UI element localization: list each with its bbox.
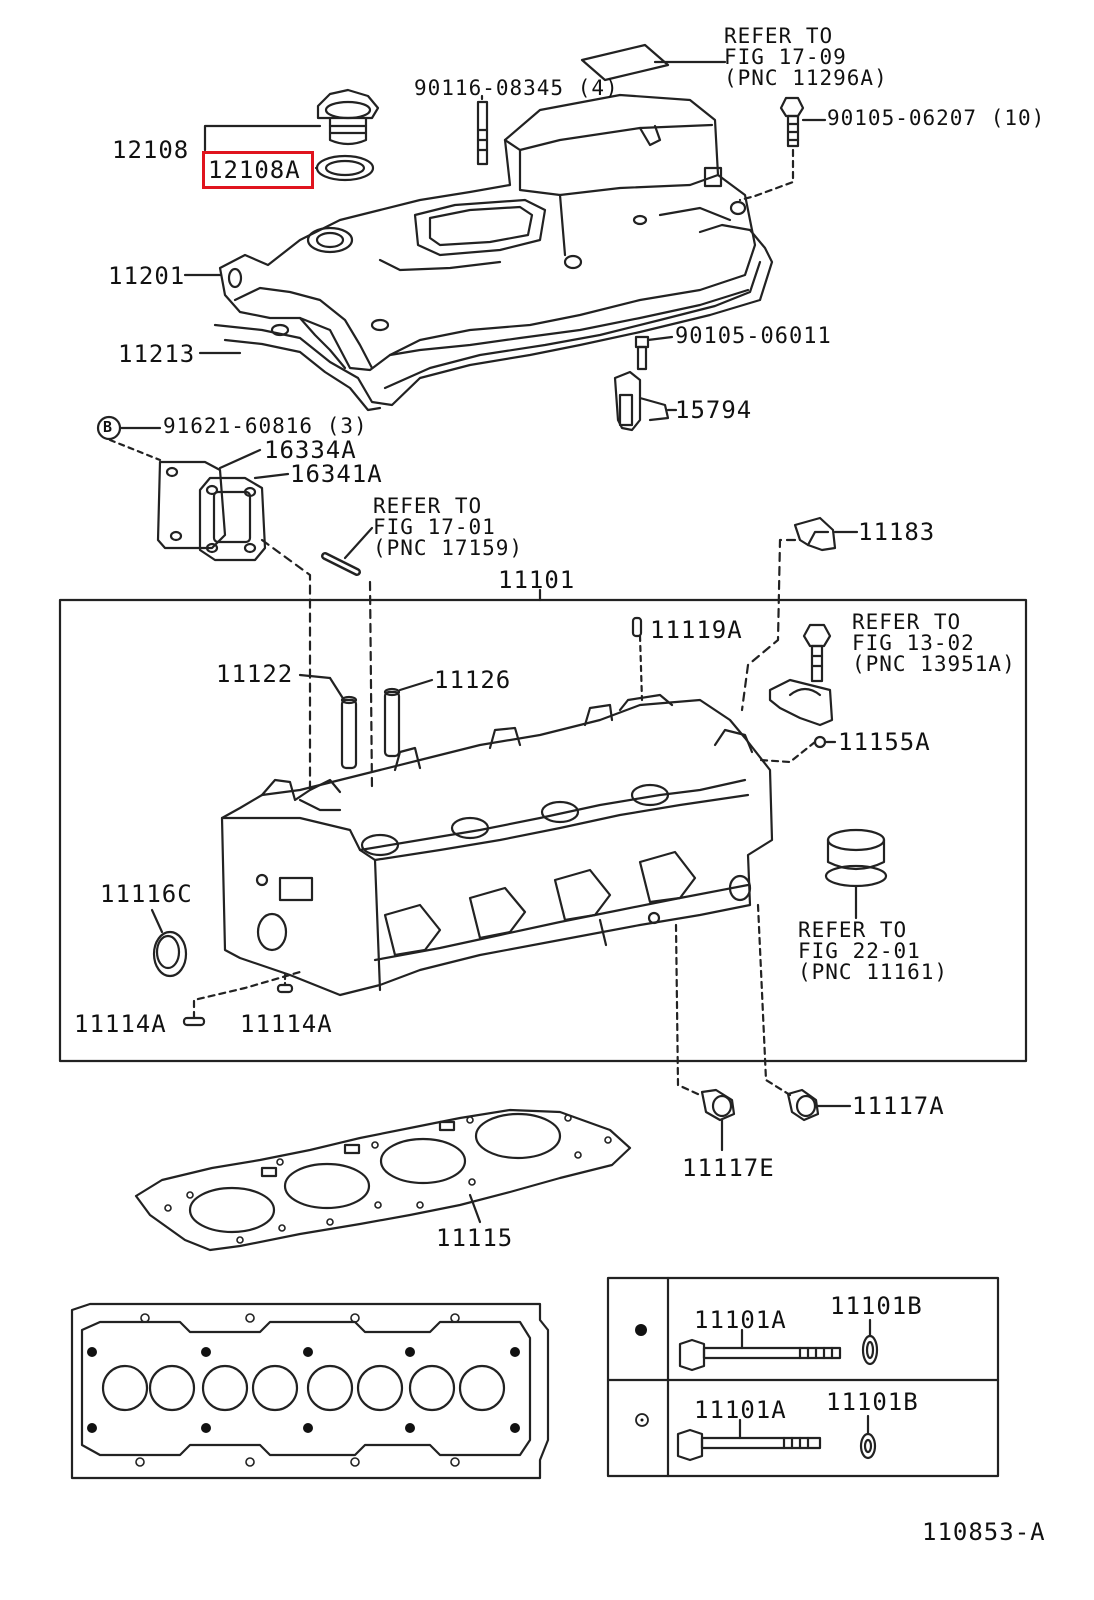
- label-90105-06207: 90105-06207 (10): [827, 106, 1046, 130]
- b-circle-marker: [96, 415, 122, 441]
- label-16341A: 16341A: [290, 460, 383, 488]
- stud-90116: [476, 94, 489, 166]
- label-91621-60816: 91621-60816 (3): [163, 414, 368, 438]
- cam-cap-11183: [740, 516, 859, 712]
- label-15794: 15794: [675, 396, 753, 424]
- plug-11116C: [150, 908, 188, 978]
- plug-11161: [824, 828, 888, 920]
- label-11119A: 11119A: [650, 616, 743, 644]
- label-11114A-right: 11114A: [240, 1010, 333, 1038]
- sensor-15794: [613, 335, 678, 432]
- label-refer-17-01: REFER TO FIG 17-01 (PNC 17159): [373, 494, 524, 560]
- cylinder-head-cover: [183, 93, 757, 372]
- stud-17159: [321, 526, 374, 792]
- plug-11119A: [631, 616, 644, 702]
- label-refer-22-01: REFER TO FIG 22-01 (PNC 11161): [798, 918, 949, 984]
- table-label-11101B-row2: 11101B: [826, 1388, 919, 1416]
- label-refer-17-09: REFER TO FIG 17-09 (PNC 11296A): [724, 24, 888, 90]
- oil-filler-cap: [203, 88, 380, 182]
- label-11122: 11122: [216, 660, 294, 688]
- label-16334A: 16334A: [264, 436, 357, 464]
- label-11101: 11101: [498, 566, 576, 594]
- head-bottom-view: [70, 1302, 550, 1480]
- bolt-90105-06207: [738, 96, 827, 202]
- head-gasket: [134, 1108, 632, 1252]
- cylinder-head: [220, 693, 774, 997]
- table-label-11101A-row1: 11101A: [694, 1306, 787, 1334]
- label-refer-13-02: REFER TO FIG 13-02 (PNC 13951A): [852, 610, 1016, 676]
- label-11126: 11126: [434, 666, 512, 694]
- label-11114A-left: 11114A: [74, 1010, 167, 1038]
- label-90116-08345: 90116-08345 (4): [414, 76, 619, 100]
- label-b-marker: B: [103, 418, 114, 436]
- label-11201: 11201: [108, 262, 186, 290]
- plate-16334A: [156, 448, 262, 550]
- label-11117E: 11117E: [682, 1154, 775, 1182]
- label-11116C: 11116C: [100, 880, 193, 908]
- label-11155A: 11155A: [838, 728, 931, 756]
- label-11213: 11213: [118, 340, 196, 368]
- bolt-13951A: [758, 623, 837, 764]
- ref-gasket-17-09: [580, 43, 727, 82]
- table-label-11101B-row1: 11101B: [830, 1292, 923, 1320]
- bolt-table: [606, 1276, 1000, 1478]
- label-12108: 12108: [112, 136, 190, 164]
- label-11183: 11183: [858, 518, 936, 546]
- figure-id: 110853-A: [922, 1518, 1046, 1546]
- valve-guides: [298, 673, 434, 770]
- label-12108A: 12108A: [208, 156, 301, 184]
- head-assembly-frame: [58, 598, 1028, 1063]
- label-90105-06011: 90105-06011: [675, 324, 832, 349]
- plug-11117A: [756, 903, 852, 1122]
- plug-11117E: [674, 923, 736, 1152]
- cover-gasket: [198, 214, 774, 412]
- highlight-box-12108A: [202, 151, 314, 189]
- label-11117A: 11117A: [852, 1092, 945, 1120]
- gasket-16341A: [198, 472, 312, 792]
- table-label-11101A-row2: 11101A: [694, 1396, 787, 1424]
- dowel-pins-11114A: [182, 970, 302, 1027]
- label-11115: 11115: [436, 1224, 514, 1252]
